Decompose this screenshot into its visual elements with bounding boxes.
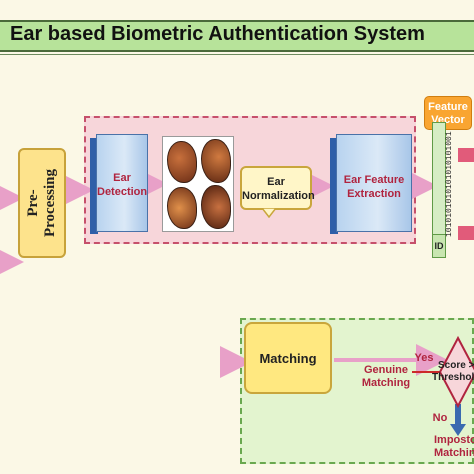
diagram-title: Ear based Biometric Authentication Syste… [10,23,425,45]
ear-image-2 [201,139,231,183]
impostor-line1: Impostor [434,434,474,446]
title-divider [0,54,474,55]
no-label: No [432,412,448,424]
right-edge-bar-top [458,148,474,162]
ear-detection-box-side [90,138,98,234]
ear-detection-line1: Ear [113,172,131,184]
ear-image-1 [167,141,197,183]
feature-extraction-line1: Ear Feature [343,174,405,186]
feature-vector-line1: Feature [428,101,468,113]
decision-line2: Threshold [432,372,474,383]
decision-line1: Score > [438,360,474,371]
ear-normalization-box: Ear Normalization [240,166,315,210]
impostor-line2: Matching [434,447,474,459]
feature-vector-label: Feature Vector [424,96,472,130]
right-edge-bar-bottom [458,226,474,240]
ear-normalization-line2: Normalization [242,190,315,202]
genuine-line1: Genuine [363,364,408,376]
matching-box: Matching [244,322,332,394]
title-bar [0,20,474,52]
feature-vector-bits: 1010101010101010101001 [445,131,454,237]
preprocessing-line2: Processing [42,168,58,238]
ear-detection-line2: Detection [97,186,148,198]
yes-label: Yes [414,352,434,364]
feature-vector-id: ID [433,234,445,257]
decision-diamond [438,335,474,409]
feature-extraction-box: Ear Feature Extraction [336,134,412,232]
ear-normalization-line1: Ear [267,176,285,188]
preprocessing-box: Pre- Processing [18,148,66,258]
ear-image-4 [201,185,231,229]
decision-text: Score > Threshold [432,360,474,384]
arrow-no-head [450,424,466,436]
genuine-matching: Genuine Matching [360,364,412,390]
genuine-line2: Matching [361,377,411,389]
ear-images-panel [162,136,234,232]
impostor-matching: Impostor Matching [434,434,474,460]
normalization-callout-tail [262,208,276,218]
feature-extraction-box-side [330,138,338,234]
ear-image-3 [167,187,197,229]
feature-vector-column: 1010101010101010101001 ID [432,122,454,258]
feature-extraction-line2: Extraction [347,188,401,200]
preprocessing-line1: Pre- [25,189,41,217]
ear-detection-box: Ear Detection [96,134,148,232]
